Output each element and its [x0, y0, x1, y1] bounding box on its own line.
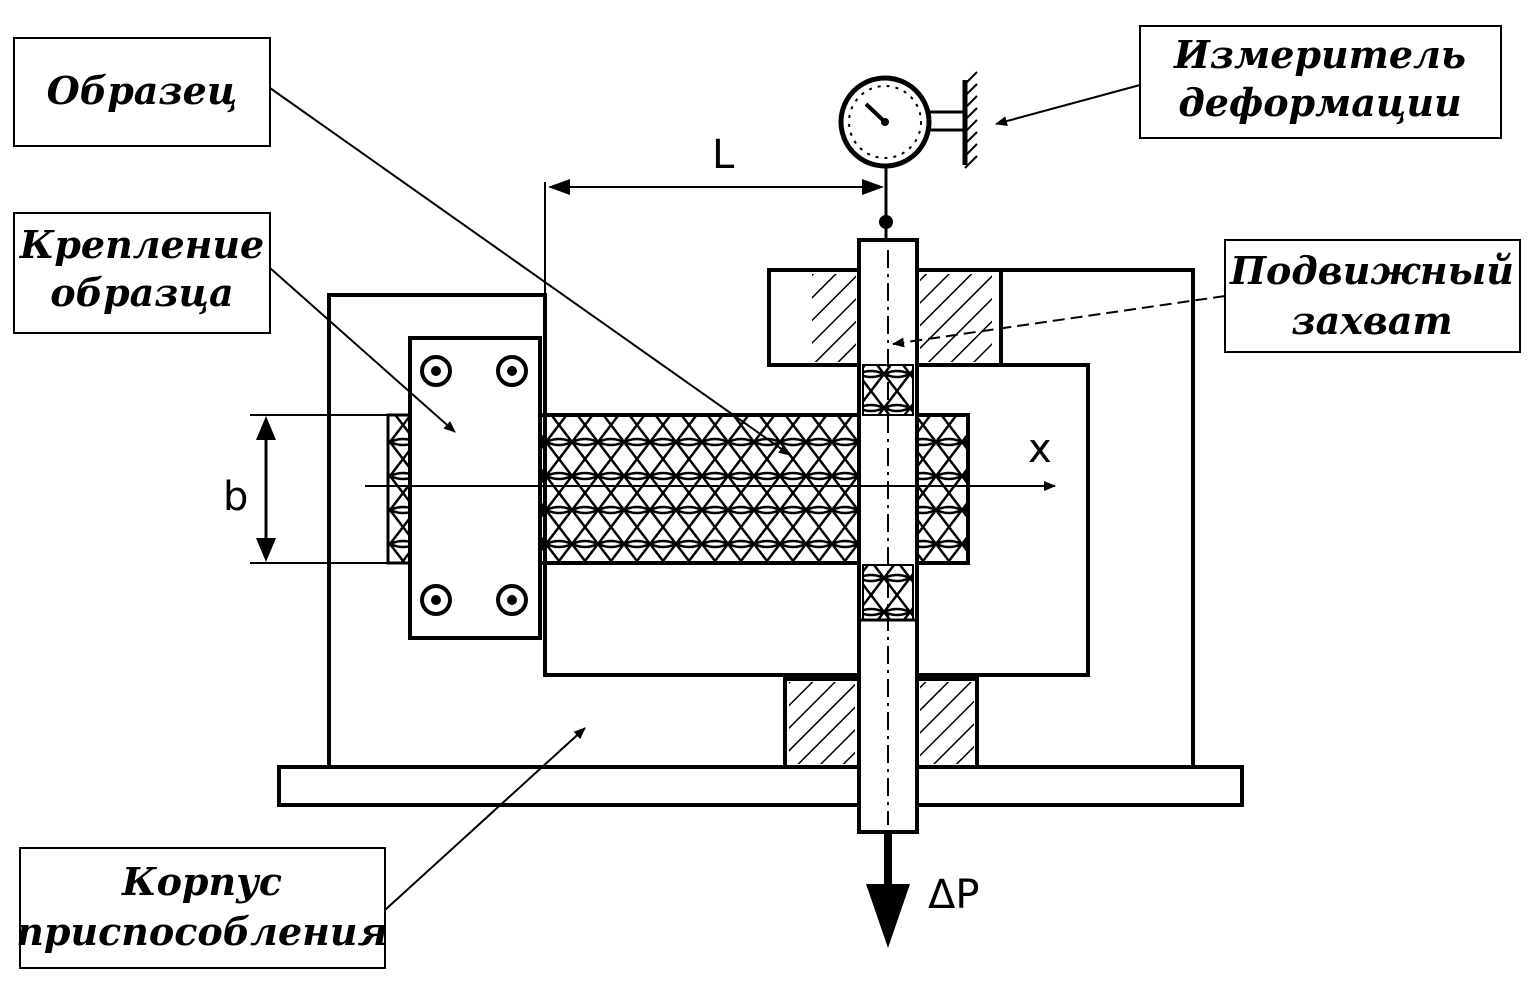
callout-strain-gauge-line2: деформации	[1178, 80, 1461, 125]
load-label: ΔP	[928, 872, 979, 918]
callout-sample-mount-line2: образца	[50, 270, 233, 315]
gauge-probe-tip	[879, 215, 893, 229]
base-plate	[277, 765, 1244, 807]
fixture-body	[327, 268, 1195, 767]
upper-bearing-right-hatch	[920, 274, 992, 362]
bolt-bottom-right-icon	[496, 584, 528, 616]
callout-sample-mount-line1: Крепление	[19, 222, 264, 267]
movable-grip-rod	[857, 238, 919, 834]
load-arrow-head	[866, 884, 910, 948]
bolt-top-right-icon	[496, 355, 528, 387]
callout-fixture-body: Корпус приспособления	[16, 847, 388, 969]
leader-sample	[269, 87, 791, 456]
callout-sample: Образец	[13, 37, 271, 147]
callout-movable-grip-line2: захват	[1291, 298, 1452, 343]
b-arrow-top	[256, 416, 276, 440]
width-label-b: b	[223, 474, 248, 520]
callout-sample-text: Образец	[47, 68, 238, 113]
x-axis-label: x	[1028, 426, 1052, 472]
bolt-bottom-left-icon	[420, 584, 452, 616]
clamp-pad	[386, 413, 412, 565]
leader-fixture-body	[384, 727, 586, 911]
leader-strain-gauge	[995, 84, 1141, 126]
callout-fixture-body-line2: приспособления	[16, 909, 387, 954]
b-arrow-bottom	[256, 538, 276, 562]
l-arrow-right	[862, 179, 884, 195]
callout-fixture-body-line1: Корпус	[121, 859, 282, 904]
leader-sample-mount	[269, 267, 456, 433]
callout-strain-gauge: Измеритель деформации	[1139, 25, 1502, 139]
wall-hatch-icon	[964, 71, 978, 169]
leader-movable-grip	[892, 295, 1226, 348]
upper-bearing-left-hatch	[812, 274, 856, 362]
callout-sample-mount: Крепление образца	[13, 212, 271, 334]
lower-bearing-left-hatch	[789, 682, 855, 764]
length-label-l: L	[712, 132, 735, 178]
callout-movable-grip: Подвижный захват	[1224, 239, 1521, 353]
bolt-top-left-icon	[420, 355, 452, 387]
l-arrow-left	[548, 179, 570, 195]
lower-bearing-right-hatch	[920, 682, 974, 764]
callout-strain-gauge-line1: Измеритель	[1173, 32, 1466, 77]
callout-movable-grip-line1: Подвижный	[1229, 248, 1514, 293]
dial-gauge-icon	[838, 75, 932, 169]
